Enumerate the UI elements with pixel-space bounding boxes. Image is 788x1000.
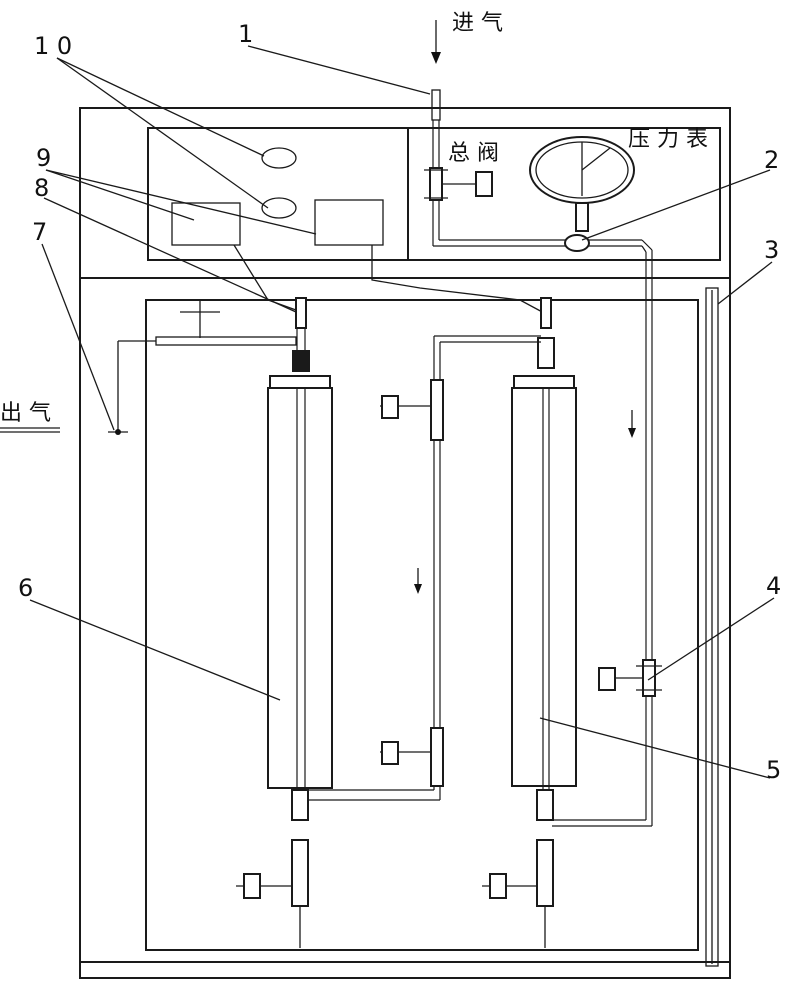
tee-joint bbox=[564, 234, 653, 253]
part-number-7: 7 bbox=[32, 218, 47, 246]
control-panel-right bbox=[407, 127, 721, 261]
column-6 bbox=[267, 297, 333, 790]
inlet-pipe bbox=[431, 20, 566, 247]
part-number-6: 6 bbox=[18, 574, 33, 602]
valve-4 bbox=[598, 659, 662, 697]
right-down-pipe bbox=[552, 250, 653, 827]
part-number-10: 1 0 bbox=[34, 32, 72, 60]
leader-lines bbox=[29, 45, 775, 779]
part-number-9: 9 bbox=[36, 144, 51, 172]
part-number-4: 4 bbox=[766, 572, 781, 600]
outlet-label: 出 气 bbox=[0, 401, 51, 426]
inlet-label: 进 气 bbox=[452, 11, 503, 36]
bottom-valve-left bbox=[236, 789, 316, 951]
level-sight-tube bbox=[705, 287, 719, 967]
outlet-manifold bbox=[108, 300, 297, 435]
part-number-3: 3 bbox=[764, 236, 779, 264]
part-number-8: 8 bbox=[34, 174, 49, 202]
main-valve bbox=[424, 167, 493, 201]
part-number-2: 2 bbox=[764, 146, 779, 174]
inner-chamber bbox=[145, 299, 699, 951]
part-number-5: 5 bbox=[766, 756, 781, 784]
cabinet-outer-frame bbox=[79, 107, 731, 979]
column-5 bbox=[511, 297, 577, 790]
pressure-gauge bbox=[529, 136, 635, 232]
pressure-gauge-label: 压 力 表 bbox=[628, 127, 708, 152]
middle-valve-upper bbox=[380, 379, 444, 441]
bottom-valve-right bbox=[482, 789, 560, 951]
controller-box-right bbox=[314, 199, 384, 246]
part-number-1: 1 bbox=[238, 20, 253, 48]
indicator-lamp-1 bbox=[261, 147, 297, 169]
indicator-lamp-2 bbox=[261, 197, 297, 219]
controller-box-left bbox=[171, 202, 241, 246]
main-valve-label: 总 阀 bbox=[448, 141, 499, 166]
middle-valve-lower bbox=[380, 727, 444, 787]
